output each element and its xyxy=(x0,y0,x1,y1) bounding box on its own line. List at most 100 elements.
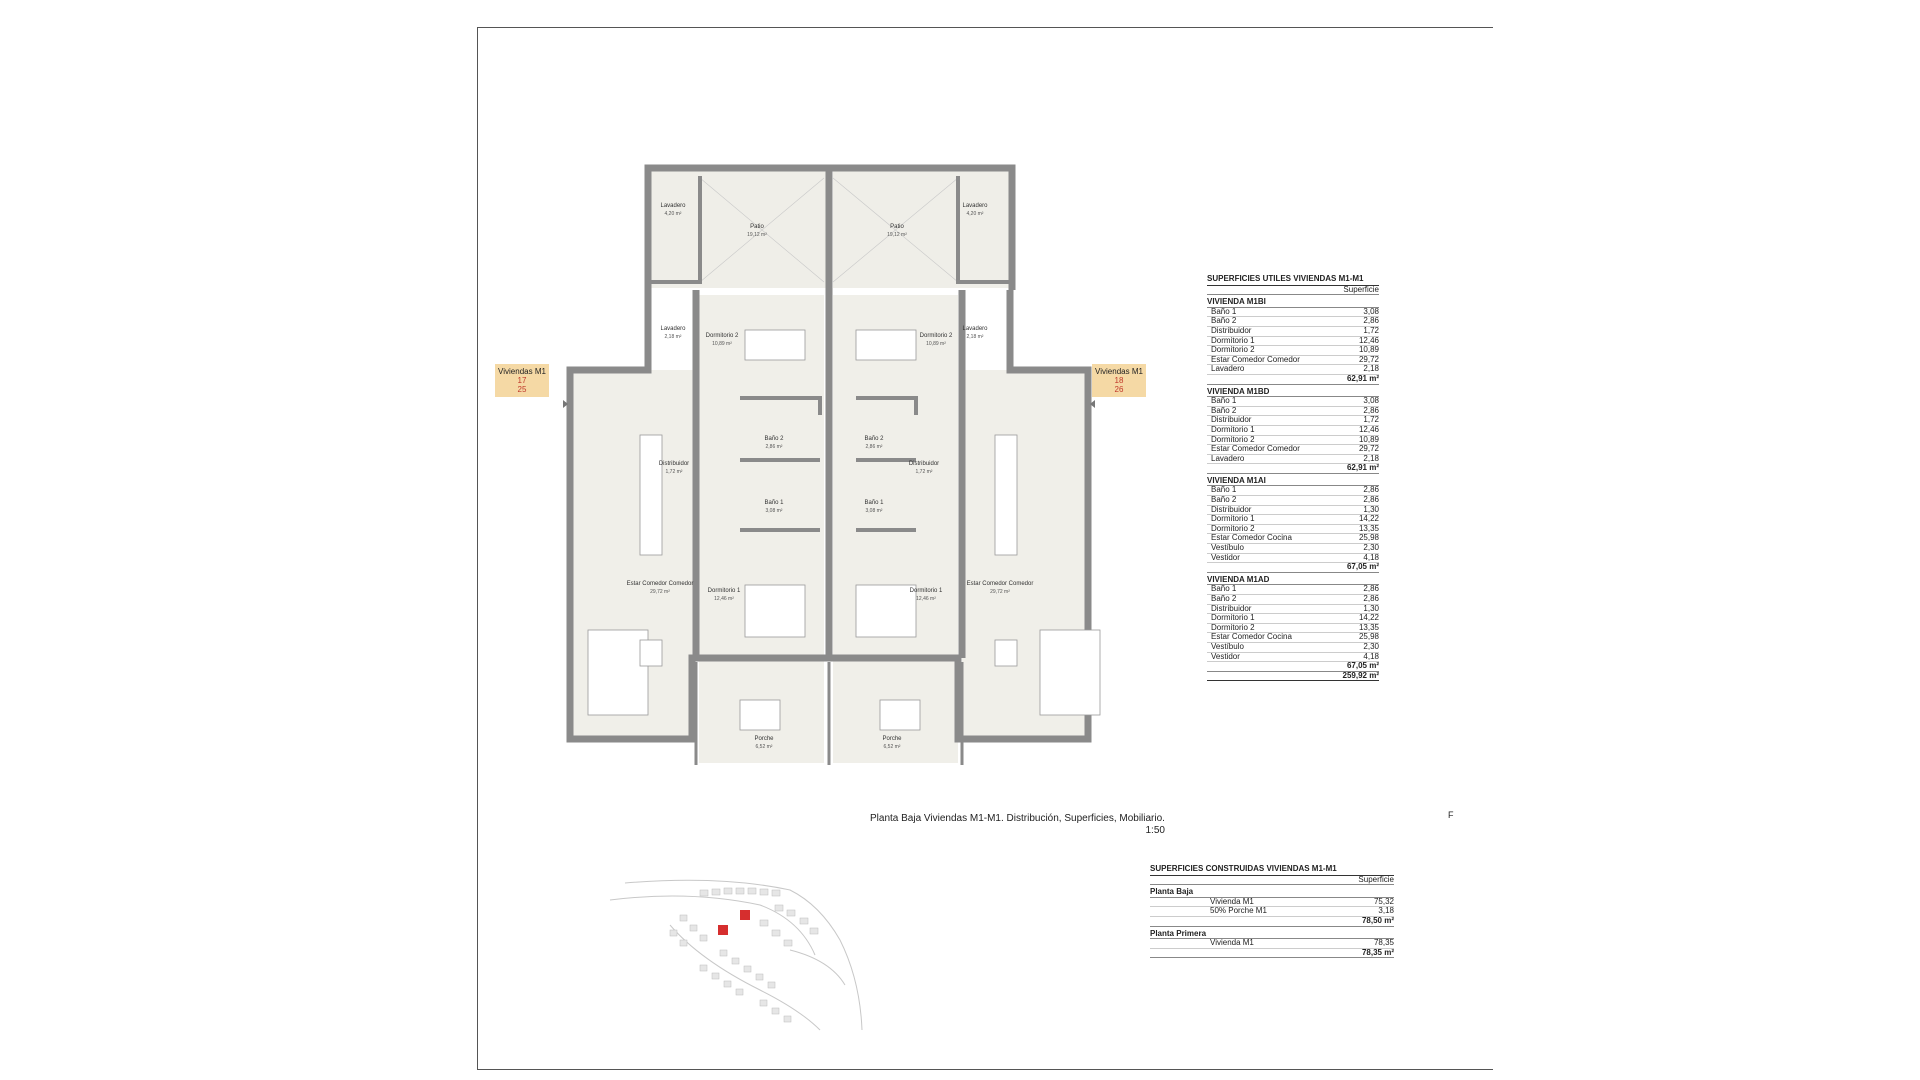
site-marker xyxy=(740,910,750,920)
room-name: Baño 1 xyxy=(864,500,884,506)
row-label: Baño 1 xyxy=(1211,306,1237,316)
row-label: Distribuidor xyxy=(1211,603,1252,613)
room-area: 3,08 m² xyxy=(866,508,883,514)
room-area: 2,18 m² xyxy=(967,334,984,340)
unit-tag-right: Viviendas M1 18 26 xyxy=(1092,364,1146,397)
row-value: 13,35 xyxy=(1358,622,1379,632)
room-name: Porche xyxy=(754,736,774,742)
table-row: Distribuidor 1,72 xyxy=(1207,416,1379,426)
row-label: Distribuidor xyxy=(1211,415,1252,425)
row-value: 14,22 xyxy=(1358,514,1379,524)
row-value: 1,30 xyxy=(1363,504,1379,514)
table-row: Baño 2 2,86 xyxy=(1207,495,1379,506)
row-label: Baño 1 xyxy=(1211,584,1237,594)
row-value: 13,35 xyxy=(1358,523,1379,533)
row-label: 50% Porche M1 xyxy=(1210,906,1267,916)
room-name: Dormitorio 2 xyxy=(920,333,953,339)
caption-title: Planta Baja Viviendas M1-M1. Distribució… xyxy=(870,813,1165,824)
row-value: 2,30 xyxy=(1363,641,1379,651)
room-name: Dormitorio 2 xyxy=(706,333,739,339)
room-name: Baño 1 xyxy=(764,500,784,506)
section-title: VIVIENDA M1AI xyxy=(1207,476,1379,487)
room-area: 1,72 m² xyxy=(666,469,683,475)
row-value: 78,35 xyxy=(1373,938,1394,948)
row-label: Lavadero xyxy=(1211,364,1245,374)
tag-title: Viviendas M1 xyxy=(1095,367,1143,376)
row-value: 2,86 xyxy=(1363,495,1379,505)
room-name: Lavadero xyxy=(962,203,988,209)
row-value: 2,18 xyxy=(1363,364,1379,374)
row-label: Vivienda M1 xyxy=(1210,938,1254,948)
location-minimap xyxy=(609,879,863,1031)
row-label: Dormitorio 2 xyxy=(1211,434,1255,444)
row-label: Dormitorio 1 xyxy=(1211,424,1255,434)
room-area: 2,18 m² xyxy=(665,334,682,340)
row-value: 2,30 xyxy=(1363,543,1379,553)
room-area: 1,72 m² xyxy=(916,469,933,475)
room-area: 12,46 m² xyxy=(714,596,734,602)
room-name: Porche xyxy=(882,736,902,742)
table-row: Dormitorio 1 12,46 xyxy=(1207,424,1379,436)
row-label: Estar Comedor Comedor xyxy=(1211,354,1300,364)
row-label: Dormitorio 2 xyxy=(1211,622,1255,632)
grand-total: 259,92 m² xyxy=(1207,671,1379,682)
row-value: 14,22 xyxy=(1358,613,1379,623)
row-value: 3,08 xyxy=(1363,396,1379,406)
table-row: Baño 1 2,86 xyxy=(1207,585,1379,595)
room-area: 3,08 m² xyxy=(766,508,783,514)
room-name: Lavadero xyxy=(962,326,988,332)
table-row: Dormitorio 1 14,22 xyxy=(1207,614,1379,624)
row-label: Vestidor xyxy=(1211,552,1240,562)
room-area: 6,52 m² xyxy=(884,744,901,750)
row-value: 2,86 xyxy=(1363,405,1379,415)
table-row: Lavadero 2,18 xyxy=(1207,365,1379,375)
tag-number: 18 xyxy=(1114,376,1124,385)
room-name: Patio xyxy=(890,224,904,230)
room-name: Lavadero xyxy=(660,326,686,332)
row-label: Vestidor xyxy=(1211,651,1240,661)
row-value: 2,86 xyxy=(1363,584,1379,594)
section-title: VIVIENDA M1BI xyxy=(1207,298,1379,308)
row-label: Dormitorio 2 xyxy=(1211,523,1255,533)
row-value: 29,72 xyxy=(1358,444,1379,454)
column-header: Superficie xyxy=(1207,285,1379,296)
tag-number: 26 xyxy=(1114,385,1124,394)
floor-title: Planta Primera xyxy=(1150,929,1394,940)
table-title: SUPERFICIES UTILES VIVIENDAS M1-M1 xyxy=(1207,274,1379,286)
row-value: 12,46 xyxy=(1358,335,1379,345)
row-label: Dormitorio 1 xyxy=(1211,613,1255,623)
column-header: Superficie xyxy=(1150,875,1394,886)
row-value: 4,18 xyxy=(1363,651,1379,661)
sheet-mark: F xyxy=(1448,810,1454,820)
section-total: 67,05 m² xyxy=(1207,662,1379,672)
table-row: Vestidor 4,18 xyxy=(1207,651,1379,663)
unit-tag-left: Viviendas M1 17 25 xyxy=(495,364,549,397)
row-label: Dormitorio 1 xyxy=(1211,335,1255,345)
tag-number: 25 xyxy=(517,385,527,394)
built-area-table: SUPERFICIES CONSTRUIDAS VIVIENDAS M1-M1 … xyxy=(1150,864,1394,959)
row-value: 25,98 xyxy=(1358,533,1379,543)
row-value: 25,98 xyxy=(1358,632,1379,642)
row-value: 75,32 xyxy=(1373,896,1394,906)
row-label: Baño 2 xyxy=(1211,495,1237,505)
floor-title: Planta Baja xyxy=(1150,888,1394,898)
drawing-caption: Planta Baja Viviendas M1-M1. Distribució… xyxy=(870,813,1165,837)
row-value: 12,46 xyxy=(1358,424,1379,434)
row-label: Vestíbulo xyxy=(1211,543,1244,553)
room-area: 6,52 m² xyxy=(756,744,773,750)
row-value: 1,72 xyxy=(1363,415,1379,425)
table-title: SUPERFICIES CONSTRUIDAS VIVIENDAS M1-M1 xyxy=(1150,864,1394,876)
